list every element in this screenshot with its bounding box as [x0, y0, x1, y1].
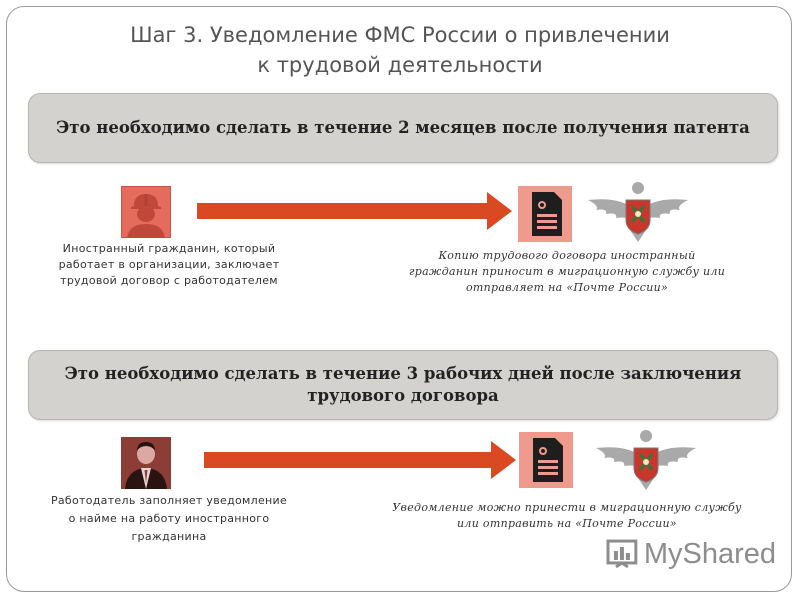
- document-icon: [518, 186, 572, 242]
- step2-left-caption: Работодатель заполняет уведомление о най…: [50, 494, 288, 543]
- myshared-logo-icon: [606, 539, 638, 569]
- step1-arrow-icon: [197, 192, 512, 230]
- step2-banner: Это необходимо сделать в течение 3 рабоч…: [28, 350, 778, 420]
- worker-helmet-icon: [121, 186, 171, 238]
- businessman-icon: [121, 437, 171, 489]
- fms-emblem-icon: [588, 182, 688, 242]
- step2-banner-line-1: Это необходимо сделать в течение 3 рабоч…: [64, 364, 742, 383]
- myshared-logo-text: MyShared: [643, 537, 776, 570]
- title-line-1: Шаг 3. Уведомление ФМС России о привлече…: [130, 23, 670, 47]
- document-icon: [519, 432, 573, 488]
- slide-title: Шаг 3. Уведомление ФМС России о привлече…: [0, 20, 800, 80]
- step2-arrow-icon: [204, 441, 516, 479]
- step1-banner-text: Это необходимо сделать в течение 2 месяц…: [56, 118, 750, 137]
- step1-right-caption: Копию трудового договора иностранный гра…: [408, 249, 726, 294]
- step1-banner: Это необходимо сделать в течение 2 месяц…: [28, 93, 778, 163]
- title-line-2: к трудовой деятельности: [257, 53, 543, 77]
- step1-left-caption: Иностранный гражданин, который работает …: [58, 242, 280, 287]
- step2-right-caption: Уведомление можно принести в миграционну…: [392, 501, 742, 530]
- myshared-logo: MyShared: [606, 537, 776, 571]
- fms-emblem-icon: [596, 430, 696, 490]
- step2-banner-line-2: трудового договора: [307, 386, 499, 405]
